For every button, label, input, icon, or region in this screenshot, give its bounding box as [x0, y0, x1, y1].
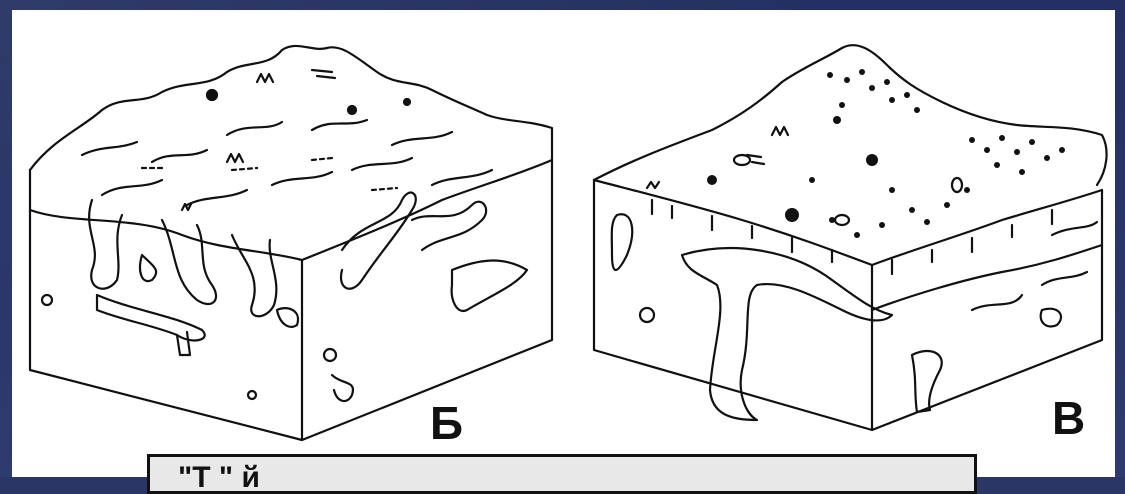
- block-diagrams: [12, 10, 1115, 477]
- block-label-v: В: [1052, 395, 1085, 441]
- block-label-b: Б: [430, 400, 463, 446]
- caption-text: "Т " й: [178, 461, 260, 494]
- caption-box: "Т " й: [147, 454, 977, 494]
- soil-block-v: [594, 45, 1107, 430]
- illustration-panel: Б В: [12, 10, 1115, 477]
- soil-block-b: [30, 46, 552, 440]
